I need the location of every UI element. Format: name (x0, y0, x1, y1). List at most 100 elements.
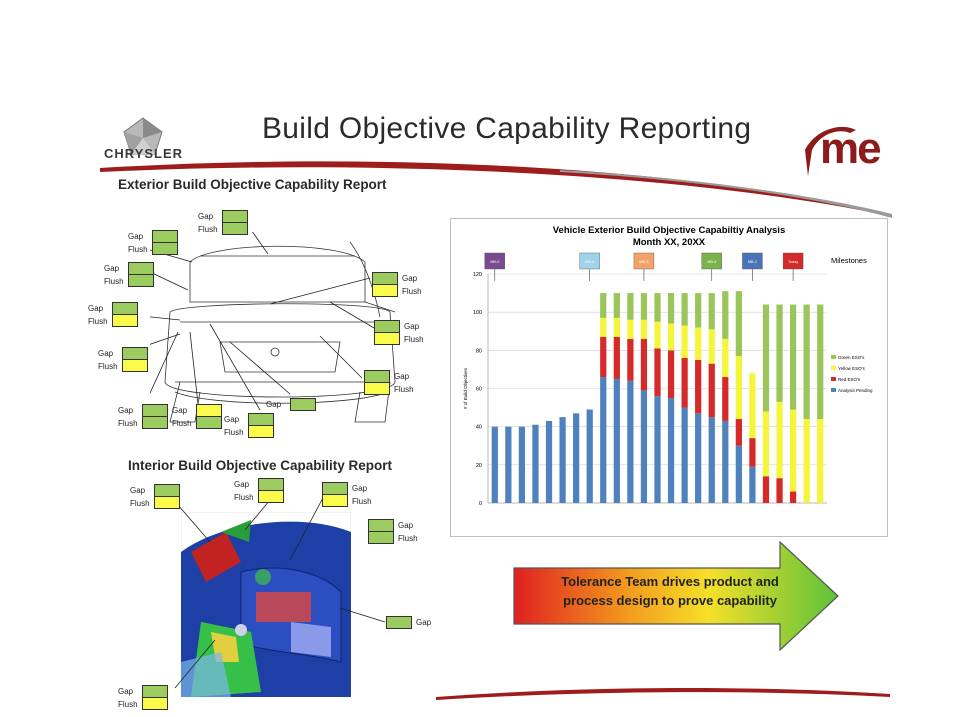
bar-segment (667, 398, 675, 503)
bar-segment (722, 338, 729, 378)
arrow-caption: Tolerance Team drives product and proces… (520, 572, 820, 610)
bar-segment (776, 401, 783, 479)
bar-segment (654, 321, 661, 349)
status-box-green (128, 274, 154, 287)
bar-segment (749, 438, 756, 467)
bar-segment (803, 304, 810, 420)
capability-chart-panel: Vehicle Exterior Build Objective Capabil… (450, 218, 888, 537)
callout-label: Gap (88, 304, 104, 313)
y-tick-label: 20 (476, 463, 482, 469)
bar-segment (600, 336, 607, 378)
y-tick-label: 60 (476, 387, 482, 393)
legend-swatch (831, 366, 836, 370)
bar-segment (627, 319, 634, 339)
bar-segment (627, 293, 634, 320)
legend-entry: Analysis Pending (838, 388, 873, 393)
interior-door-image (181, 512, 351, 697)
bar-segment (749, 373, 756, 439)
bar-segment (654, 348, 661, 397)
bar-segment (667, 323, 675, 351)
bar-segment (640, 338, 648, 391)
arrow-caption-line2: process design to prove capability (563, 593, 777, 608)
status-box-green (368, 531, 394, 544)
callout-label: Gap (416, 618, 432, 627)
me-logo-bird-icon (805, 126, 856, 176)
callout-label: Gap (402, 274, 418, 283)
callout-label: Flush (398, 534, 418, 543)
bar-segment (695, 327, 702, 360)
callout-label: Flush (224, 428, 244, 437)
status-box-green (152, 242, 178, 255)
legend-entry: Green ESO's (838, 355, 865, 360)
callout-label: Gap (98, 349, 114, 358)
callout-label: Flush (394, 385, 414, 394)
bar-segment (613, 336, 620, 379)
milestone-marker (484, 252, 505, 270)
me-logo-text: me (820, 124, 882, 173)
callout-label: Flush (104, 277, 124, 286)
callout-label: Gap (234, 480, 250, 489)
bar-segment (640, 293, 648, 320)
chart-subtitle: Month XX, 20XX (633, 237, 706, 248)
bar-segment (708, 417, 715, 503)
bar-segment (803, 419, 810, 503)
callout-label: Flush (130, 499, 150, 508)
callout-label: Gap (130, 486, 146, 495)
milestone-marker (633, 252, 655, 270)
callout-label: Flush (234, 493, 254, 502)
callout-label: Gap (128, 232, 144, 241)
bar-segment (749, 466, 756, 503)
bar-segment (762, 304, 770, 412)
y-axis-label: # of Build Objectives (463, 367, 468, 409)
callout-label: Flush (128, 245, 148, 254)
bar-segment (762, 411, 770, 477)
arrow-caption-line1: Tolerance Team drives product and (561, 574, 779, 589)
milestone-marker (782, 252, 804, 270)
y-tick-label: 120 (473, 272, 482, 278)
progress-arrow-icon (513, 540, 839, 652)
milestone-label: Today (788, 260, 798, 264)
status-box-yellow (364, 382, 390, 395)
bar-segment (776, 304, 783, 402)
callout-label: Gap (224, 415, 240, 424)
bar-segment (695, 413, 702, 503)
status-box-green (386, 616, 412, 629)
status-box-yellow (372, 284, 398, 297)
callout-label: Flush (404, 335, 424, 344)
slide-title: Build Objective Capability Reporting (262, 112, 752, 145)
milestone-marker (701, 252, 722, 270)
bar-segment (789, 491, 797, 503)
bar-segment (559, 417, 566, 503)
callout-label: Gap (118, 406, 134, 415)
bar-segment (762, 476, 770, 503)
chrysler-logo-text: CHRYSLER (104, 146, 184, 161)
interior-leader-lines (174, 493, 386, 689)
bar-segment (613, 317, 620, 337)
bar-segment (518, 426, 526, 503)
callout-label: Flush (98, 362, 118, 371)
callout-label: Gap (394, 372, 410, 381)
bar-segment (505, 426, 512, 503)
bar-segment (600, 377, 607, 503)
bar-segment (681, 407, 688, 503)
status-box-yellow (142, 697, 168, 710)
bar-segment (654, 293, 661, 322)
status-box-green (222, 222, 248, 235)
callout-label: Flush (118, 419, 138, 428)
callout-label: Flush (352, 497, 372, 506)
bar-segment (640, 319, 648, 339)
bar-segment (654, 396, 661, 503)
bar-segment (817, 304, 824, 420)
bar-segment (789, 409, 797, 492)
bar-segment (776, 478, 783, 503)
status-box-green (196, 416, 222, 429)
status-box-green (142, 416, 168, 429)
status-box-yellow (322, 494, 348, 507)
bar-segment (722, 377, 729, 421)
bar-segment (600, 317, 607, 337)
milestone-marker (579, 252, 600, 270)
bar-segment (681, 325, 688, 358)
bar-segment (640, 390, 648, 503)
milestone-label: MB-0 (490, 260, 499, 264)
y-tick-label: 40 (476, 425, 482, 431)
